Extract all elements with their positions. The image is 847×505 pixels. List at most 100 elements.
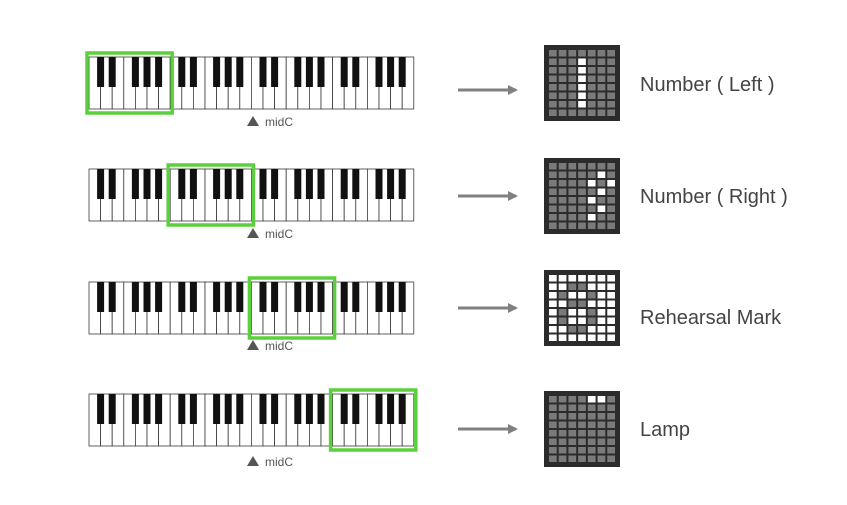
black-key — [340, 394, 348, 424]
black-key — [259, 282, 267, 312]
black-key — [131, 57, 139, 87]
black-key — [375, 394, 383, 424]
pixel-on — [597, 283, 606, 290]
pixel-off — [558, 101, 567, 108]
pixel-on — [597, 396, 606, 403]
display-frame — [544, 270, 620, 346]
pixel-on — [607, 275, 615, 282]
pixel-off — [578, 205, 586, 212]
black-key — [317, 282, 325, 312]
black-key — [398, 282, 406, 312]
black-key — [294, 394, 302, 424]
pixel-on — [578, 292, 586, 299]
pixel-off — [597, 92, 606, 99]
pixel-off — [587, 92, 596, 99]
pixel-off — [558, 92, 567, 99]
pixel-off — [568, 163, 577, 170]
pixel-off — [549, 447, 557, 454]
black-key — [305, 57, 313, 87]
pixel-on — [568, 309, 577, 316]
pixel-off — [607, 109, 615, 116]
black-key — [387, 169, 395, 199]
pixel-off — [587, 317, 596, 324]
pixel-on — [597, 326, 606, 333]
black-key — [317, 169, 325, 199]
pixel-off — [597, 421, 606, 428]
pixel-off — [568, 101, 577, 108]
pixel-off — [597, 163, 606, 170]
pixel-off — [568, 438, 577, 445]
black-key — [259, 394, 267, 424]
black-key — [178, 57, 186, 87]
black-key — [340, 282, 348, 312]
pixel-off — [597, 455, 606, 462]
pixel-on — [578, 317, 586, 324]
pixel-on — [587, 275, 596, 282]
row-label: Number ( Left ) — [640, 74, 774, 96]
pixel-off — [578, 222, 586, 229]
pixel-off — [587, 58, 596, 65]
pixel-off — [568, 188, 577, 195]
pixel-on — [587, 180, 596, 187]
row-label: Number ( Right ) — [640, 186, 788, 208]
pixel-off — [558, 163, 567, 170]
black-key — [305, 394, 313, 424]
pixel-on — [549, 317, 557, 324]
led-matrix-display — [544, 391, 620, 467]
pixel-off — [578, 171, 586, 178]
pixel-off — [558, 222, 567, 229]
middle-c-marker: midC — [247, 455, 293, 469]
midc-label: midC — [265, 339, 293, 353]
pixel-off — [549, 413, 557, 420]
pixel-off — [607, 430, 615, 437]
black-key — [387, 394, 395, 424]
pixel-off — [568, 58, 577, 65]
midc-label: midC — [265, 455, 293, 469]
black-key — [317, 394, 325, 424]
black-key — [155, 169, 163, 199]
pixel-off — [587, 404, 596, 411]
triangle-up-icon — [247, 116, 259, 126]
pixel-off — [568, 326, 577, 333]
black-key — [294, 57, 302, 87]
pixel-off — [549, 438, 557, 445]
octave-highlight-box — [85, 51, 174, 115]
pixel-off — [568, 214, 577, 221]
pixel-off — [597, 58, 606, 65]
pixel-off — [558, 317, 567, 324]
pixel-off — [607, 197, 615, 204]
pixel-on — [568, 275, 577, 282]
pixel-on — [597, 334, 606, 341]
black-key — [398, 394, 406, 424]
pixel-off — [597, 438, 606, 445]
pixel-off — [578, 163, 586, 170]
pixel-off — [587, 455, 596, 462]
pixel-off — [607, 50, 615, 57]
pixel-off — [568, 109, 577, 116]
piano-keyboard — [85, 51, 415, 115]
pixel-on — [607, 317, 615, 324]
pixel-on — [587, 334, 596, 341]
pixel-on — [558, 283, 567, 290]
pixel-on — [587, 214, 596, 221]
black-key — [131, 169, 139, 199]
black-key — [340, 169, 348, 199]
pixel-off — [578, 430, 586, 437]
pixel-off — [549, 58, 557, 65]
pixel-on — [578, 58, 586, 65]
triangle-up-icon — [247, 228, 259, 238]
pixel-off — [597, 430, 606, 437]
pixel-on — [597, 317, 606, 324]
pixel-off — [587, 84, 596, 91]
pixel-off — [607, 214, 615, 221]
pixel-on — [549, 292, 557, 299]
triangle-up-icon — [247, 456, 259, 466]
pixel-off — [587, 413, 596, 420]
pixel-on — [607, 326, 615, 333]
black-key — [97, 282, 105, 312]
pixel-off — [558, 438, 567, 445]
pixel-off — [549, 163, 557, 170]
pixel-off — [597, 214, 606, 221]
pixel-off — [578, 188, 586, 195]
piano-keyboard — [88, 163, 415, 227]
